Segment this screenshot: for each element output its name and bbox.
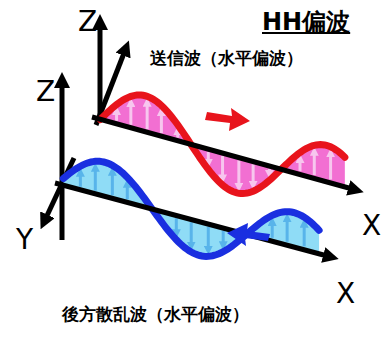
direction-arrows bbox=[205, 108, 270, 246]
wave-label: 後方散乱波（水平偏波） bbox=[62, 306, 249, 323]
field-arrow bbox=[313, 151, 316, 175]
field-arrow bbox=[129, 102, 132, 124]
field-arrow bbox=[237, 160, 240, 187]
field-arrow bbox=[94, 167, 97, 190]
axis-label: X bbox=[336, 280, 355, 308]
field-arrow bbox=[190, 222, 193, 246]
field-arrow bbox=[207, 152, 210, 163]
y-axis bbox=[44, 158, 74, 222]
axis-label: Z bbox=[36, 78, 55, 106]
field-arrow bbox=[252, 164, 255, 185]
field-arrow bbox=[222, 231, 225, 246]
field-arrow bbox=[299, 159, 302, 172]
axis-label: Y bbox=[16, 226, 33, 254]
field-arrow bbox=[115, 111, 118, 121]
field-arrow bbox=[160, 111, 163, 133]
field-arrow bbox=[329, 153, 332, 180]
field-arrow bbox=[146, 102, 149, 129]
title: HH偏波 bbox=[262, 10, 350, 34]
field-arrow bbox=[207, 227, 210, 251]
field-arrow bbox=[271, 221, 274, 237]
field-arrow bbox=[111, 171, 114, 195]
forward-arrow bbox=[205, 108, 250, 131]
x-axis bbox=[55, 183, 331, 257]
return-arrow bbox=[227, 223, 270, 246]
z-axis bbox=[60, 80, 65, 240]
axis-label: X bbox=[362, 212, 381, 240]
field-arrow bbox=[126, 183, 129, 199]
x-axis bbox=[92, 117, 356, 190]
axis-label: Z bbox=[78, 8, 97, 36]
field-arrow bbox=[221, 156, 224, 179]
field-arrow bbox=[268, 169, 271, 175]
field-arrow bbox=[79, 172, 82, 187]
field-arrow bbox=[175, 218, 178, 234]
wave-label: 送信波（水平偏波） bbox=[150, 50, 303, 67]
field-arrow bbox=[286, 218, 289, 242]
axis-group bbox=[55, 117, 356, 257]
field-arrow bbox=[303, 223, 306, 246]
